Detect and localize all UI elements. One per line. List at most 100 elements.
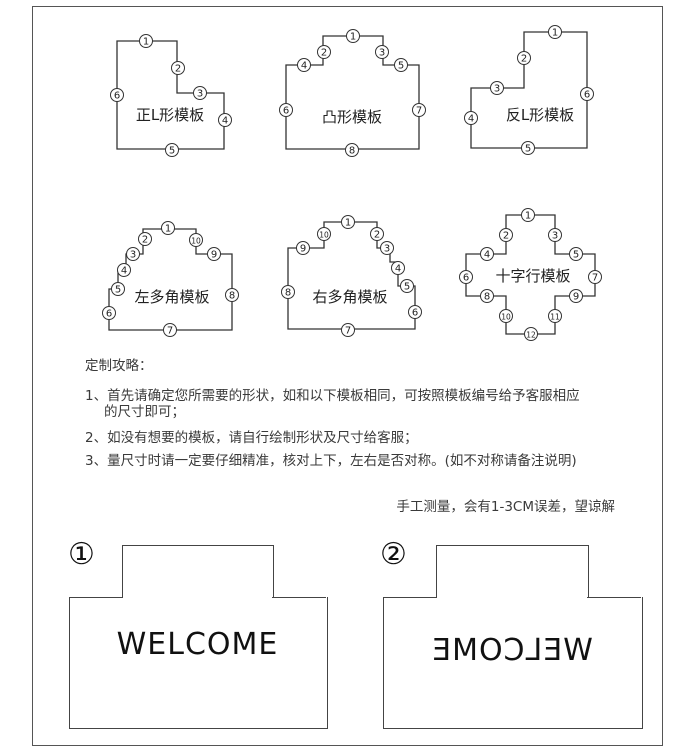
circle-icon	[459, 270, 473, 284]
edge-label-6: 6	[102, 306, 116, 320]
edge-number: 2	[142, 235, 148, 246]
circle-icon	[464, 111, 478, 125]
edge-number: 6	[463, 273, 469, 284]
edge-number: 1	[552, 28, 558, 39]
circle-icon	[171, 61, 185, 75]
circle-icon	[281, 285, 295, 299]
circle-icon	[110, 88, 124, 102]
template-outline	[470, 31, 588, 149]
circle-icon	[380, 241, 394, 255]
circle-icon	[400, 279, 414, 293]
mat-text-mirrored: WELCOME	[431, 633, 593, 668]
mat-body	[69, 597, 328, 729]
edge-number: 4	[222, 116, 228, 127]
edge-label-3: 3	[126, 247, 140, 261]
circle-icon	[111, 282, 125, 296]
edge-number: 9	[573, 292, 579, 303]
circle-icon	[317, 45, 331, 59]
edge-label-3: 3	[380, 241, 394, 255]
circle-icon	[102, 306, 116, 320]
edge-number: 6	[584, 90, 590, 101]
mat-tab	[436, 545, 589, 598]
edge-number: 1	[525, 211, 531, 222]
circle-icon	[346, 29, 360, 43]
measurement-note: 手工测量，会有1-3CM误差，望谅解	[396, 499, 615, 515]
mat-text: WELCOME	[116, 627, 279, 662]
edge-label-1: 1	[521, 208, 535, 222]
edge-label-4: 4	[464, 111, 478, 125]
edge-number: 7	[416, 106, 422, 117]
circle-icon	[163, 323, 177, 337]
edge-label-8: 8	[345, 143, 359, 157]
circle-icon	[207, 247, 221, 261]
circle-icon	[279, 103, 293, 117]
template-name: 右多角模板	[312, 288, 387, 306]
edge-number: 3	[197, 89, 203, 100]
edge-number: 7	[345, 326, 351, 337]
circle-icon	[117, 263, 131, 277]
template-name: 正L形模板	[136, 106, 204, 124]
edge-number: 1	[143, 37, 149, 48]
guide-step-1-cont: 的尺寸即可；	[104, 404, 185, 420]
edge-label-11: 11	[548, 309, 562, 323]
edge-label-12: 12	[524, 327, 538, 341]
edge-number: 3	[494, 84, 500, 95]
circle-icon	[569, 289, 583, 303]
edge-number: 4	[121, 266, 127, 277]
circle-icon	[480, 289, 494, 303]
edge-number: 10	[191, 237, 201, 246]
edge-label-2: 2	[499, 228, 513, 242]
edge-label-7: 7	[163, 323, 177, 337]
circle-icon	[588, 270, 602, 284]
circle-icon	[341, 215, 355, 229]
edge-label-8: 8	[480, 289, 494, 303]
edge-label-5: 5	[569, 247, 583, 261]
edge-label-7: 7	[341, 323, 355, 337]
edge-number: 6	[283, 106, 289, 117]
template-name: 十字行模板	[495, 267, 570, 285]
edge-label-6: 6	[279, 103, 293, 117]
circle-icon	[375, 45, 389, 59]
edge-label-7: 7	[588, 270, 602, 284]
edge-number: 2	[175, 64, 181, 75]
edge-label-1: 1	[548, 25, 562, 39]
mat-number-1: ①	[68, 537, 95, 572]
edge-label-3: 3	[375, 45, 389, 59]
edge-label-7: 7	[412, 103, 426, 117]
mat-tab	[122, 545, 274, 598]
circle-icon	[524, 327, 538, 341]
edge-label-6: 6	[110, 88, 124, 102]
circle-icon	[499, 309, 513, 323]
guide-step-2: 2、如没有想要的模板，请自行绘制形状及尺寸给客服；	[85, 430, 418, 446]
edge-label-2: 2	[370, 227, 384, 241]
template-name: 左多角模板	[134, 288, 209, 306]
edge-number: 12	[526, 331, 536, 340]
edge-number: 7	[592, 273, 598, 284]
template-outline	[116, 40, 225, 150]
circle-icon	[480, 247, 494, 261]
edge-number: 6	[114, 91, 120, 102]
edge-label-8: 8	[281, 285, 295, 299]
circle-icon	[569, 247, 583, 261]
circle-icon	[161, 221, 175, 235]
template-1: 正L形模板 1 2 3 4 5 6	[110, 34, 232, 157]
edge-number: 5	[169, 146, 175, 157]
circle-icon	[548, 25, 562, 39]
edge-number: 3	[552, 231, 558, 242]
edge-number: 4	[301, 61, 307, 72]
edge-label-2: 2	[317, 45, 331, 59]
edge-number: 8	[349, 146, 355, 157]
edge-label-5: 5	[400, 279, 414, 293]
edge-label-10: 10	[189, 233, 203, 247]
circle-icon	[193, 86, 207, 100]
guide-step-3: 3、量尺寸时请一定要仔细精准，核对上下，左右是否对称。(如不对称请备注说明)	[85, 453, 577, 469]
mat-example-mirrored: WELCOME	[383, 545, 643, 729]
mat-edge	[272, 597, 326, 598]
edge-label-9: 9	[569, 289, 583, 303]
edge-label-1: 1	[139, 34, 153, 48]
edge-label-10: 10	[317, 227, 331, 241]
edge-label-6: 6	[408, 305, 422, 319]
